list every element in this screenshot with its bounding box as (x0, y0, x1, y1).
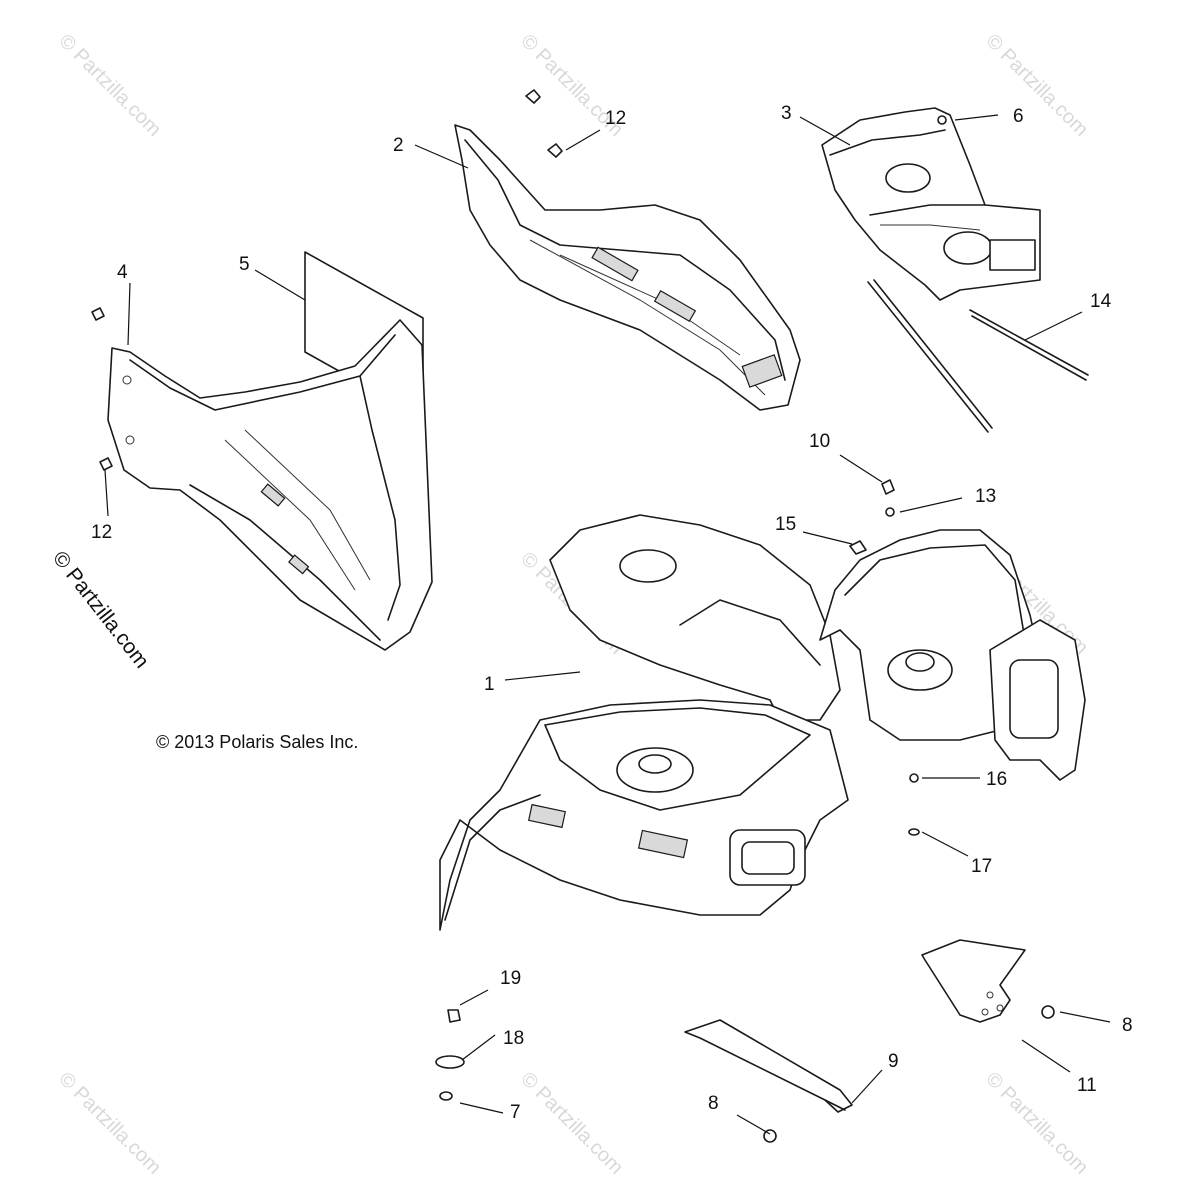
part-2-front-cover (454, 124, 801, 411)
watermark-bottom-center: © Partzilla.com (516, 1068, 627, 1179)
callout-8-bottom: 8 (708, 1093, 719, 1114)
callout-10: 10 (809, 431, 830, 452)
grommet-18 (435, 1055, 465, 1069)
callout-labels: 1 2 3 4 5 6 7 8 8 9 10 11 12 12 13 14 15… (91, 103, 1133, 1123)
watermark-top-left: © Partzilla.com (54, 30, 165, 141)
callout-12-top: 12 (605, 108, 626, 129)
washer-13 (885, 507, 895, 517)
clip-15 (849, 540, 867, 555)
hardware-items (91, 115, 1055, 1143)
callout-4: 4 (117, 262, 128, 283)
callout-16: 16 (986, 769, 1007, 790)
callout-17: 17 (971, 856, 992, 877)
callout-7: 7 (510, 1102, 521, 1123)
callout-14: 14 (1090, 291, 1112, 312)
screw-16 (909, 773, 919, 783)
fastener-4 (91, 307, 105, 321)
callout-6: 6 (1013, 106, 1024, 127)
callout-5: 5 (239, 254, 250, 275)
callout-2: 2 (393, 135, 404, 156)
callout-12-left: 12 (91, 522, 112, 543)
part-14-rods (867, 279, 1089, 433)
callout-19: 19 (500, 968, 521, 989)
callout-3: 3 (781, 103, 792, 124)
part-4-side-panel (107, 319, 433, 651)
fastener-10 (881, 479, 895, 495)
part-9-bracket (684, 1019, 853, 1113)
copyright-notice: © 2013 Polaris Sales Inc. (156, 732, 359, 752)
side-watermark: © Partzilla.com (48, 547, 153, 673)
callout-15: 15 (775, 514, 796, 535)
washer-17 (908, 828, 920, 836)
screw-6 (937, 115, 947, 125)
fastener-12-left (99, 457, 113, 471)
watermark-bottom-right: © Partzilla.com (981, 1068, 1092, 1179)
leader-lines (104, 114, 1111, 1135)
watermark-top-right: © Partzilla.com (981, 30, 1092, 141)
part-3-rear-duct (821, 107, 1041, 301)
nut-7 (439, 1091, 453, 1101)
callout-9: 9 (888, 1051, 899, 1072)
callout-11: 11 (1077, 1075, 1097, 1096)
watermark-bottom-left: © Partzilla.com (54, 1068, 165, 1179)
part-11-plate (921, 939, 1026, 1023)
callout-13: 13 (975, 486, 996, 507)
push-rivet-19 (447, 1009, 461, 1023)
callout-8-right: 8 (1122, 1015, 1133, 1036)
fastener-12-top (525, 89, 563, 158)
callout-1: 1 (484, 674, 495, 695)
callout-18: 18 (503, 1028, 524, 1049)
part-1-front-body (439, 514, 1086, 931)
screw-8-bottom (763, 1129, 777, 1143)
screw-8-right (1041, 1005, 1055, 1019)
